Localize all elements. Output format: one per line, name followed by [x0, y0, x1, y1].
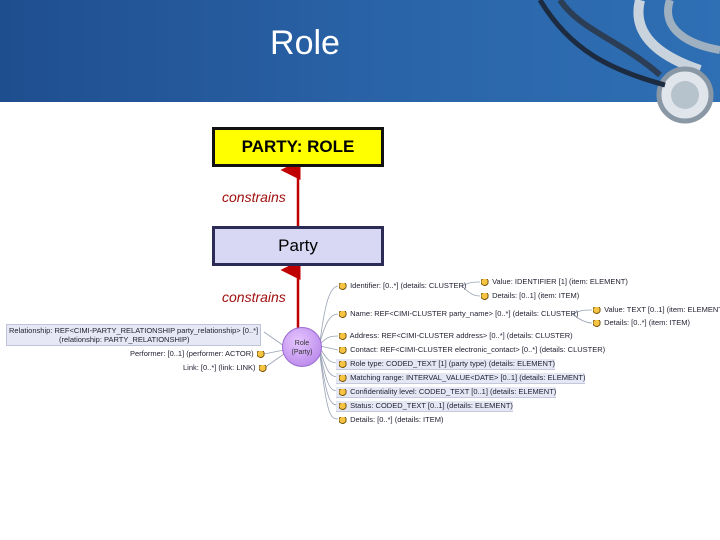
role-center-sublabel: (Party)	[291, 349, 313, 356]
node-icon	[339, 332, 348, 340]
contact-node: Contact: REF<CIMI-CLUSTER electronic_con…	[336, 345, 605, 355]
name-node: Name: REF<CIMI-CLUSTER party_name> [0..*…	[336, 309, 579, 319]
matching-range-text: Matching range: INTERVAL_VALUE<DATE> [0.…	[350, 373, 586, 382]
confidentiality-text: Confidentiality level: CODED_TEXT [0..1]…	[350, 387, 557, 396]
node-icon	[339, 388, 348, 396]
node-icon	[593, 306, 602, 314]
role-center-label: Role	[294, 340, 310, 347]
identifier-value-node: Value: IDENTIFIER [1] (item: ELEMENT)	[478, 277, 628, 287]
role-type-text: Role type: CODED_TEXT [1] (party type) (…	[350, 359, 556, 368]
node-icon	[481, 292, 490, 300]
matching-range-node: Matching range: INTERVAL_VALUE<DATE> [0.…	[336, 373, 586, 384]
confidentiality-node: Confidentiality level: CODED_TEXT [0..1]…	[336, 387, 557, 398]
name-details-text: Details: [0..*] (item: ITEM)	[604, 318, 690, 327]
party-box: Party	[212, 226, 384, 266]
party-role-box: PARTY: ROLE	[212, 127, 384, 167]
node-icon	[256, 350, 266, 358]
node-icon	[339, 416, 348, 424]
node-icon	[258, 364, 268, 372]
identifier-value-text: Value: IDENTIFIER [1] (item: ELEMENT)	[492, 277, 628, 286]
node-icon	[339, 374, 348, 382]
identifier-text: Identifier: [0..*] (details: CLUSTER)	[350, 281, 467, 290]
stethoscope-image	[537, 0, 720, 124]
name-details-node: Details: [0..*] (item: ITEM)	[590, 318, 690, 328]
mindmap-image: Relationship: REF<CIMI-PARTY_RELATIONSHI…	[0, 262, 720, 428]
node-icon	[339, 310, 348, 318]
relationship-text-1: Relationship: REF<CIMI-PARTY_RELATIONSHI…	[9, 326, 259, 335]
performer-text: Performer: [0..1] (performer: ACTOR)	[130, 349, 254, 358]
name-value-node: Value: TEXT [0..1] (item: ELEMENT)	[590, 305, 720, 315]
node-icon	[339, 402, 348, 410]
relationship-node: Relationship: REF<CIMI-PARTY_RELATIONSHI…	[6, 324, 262, 346]
node-icon	[593, 319, 602, 327]
performer-node: Performer: [0..1] (performer: ACTOR)	[130, 349, 266, 359]
details-node: Details: [0..*] (details: ITEM)	[336, 415, 443, 425]
node-icon	[481, 278, 490, 286]
address-text: Address: REF<CIMI-CLUSTER address> [0..*…	[349, 331, 573, 340]
details-text: Details: [0..*] (details: ITEM)	[350, 415, 444, 424]
status-node: Status: CODED_TEXT [0..1] (details: ELEM…	[336, 401, 513, 412]
slide-title: Role	[270, 24, 340, 62]
constrains-label-1: constrains	[222, 189, 286, 205]
relationship-text-2: (relationship: PARTY_RELATIONSHIP)	[59, 335, 190, 344]
role-center-node: Role (Party)	[282, 327, 322, 367]
node-icon	[339, 282, 348, 290]
title-banner	[0, 0, 720, 102]
constrains-label-2: constrains	[222, 289, 286, 305]
name-text: Name: REF<CIMI-CLUSTER party_name> [0..*…	[350, 309, 579, 318]
node-icon	[339, 346, 348, 354]
identifier-node: Identifier: [0..*] (details: CLUSTER)	[336, 281, 466, 291]
link-node: Link: [0..*] (link: LINK)	[183, 363, 268, 373]
name-value-text: Value: TEXT [0..1] (item: ELEMENT)	[604, 305, 720, 314]
role-type-node: Role type: CODED_TEXT [1] (party type) (…	[336, 359, 556, 370]
link-text: Link: [0..*] (link: LINK)	[183, 363, 256, 372]
identifier-details-node: Details: [0..1] (item: ITEM)	[478, 291, 579, 301]
contact-text: Contact: REF<CIMI-CLUSTER electronic_con…	[350, 345, 606, 354]
address-node: Address: REF<CIMI-CLUSTER address> [0..*…	[336, 331, 573, 341]
identifier-details-text: Details: [0..1] (item: ITEM)	[492, 291, 580, 300]
status-text: Status: CODED_TEXT [0..1] (details: ELEM…	[350, 401, 513, 410]
node-icon	[339, 360, 348, 368]
